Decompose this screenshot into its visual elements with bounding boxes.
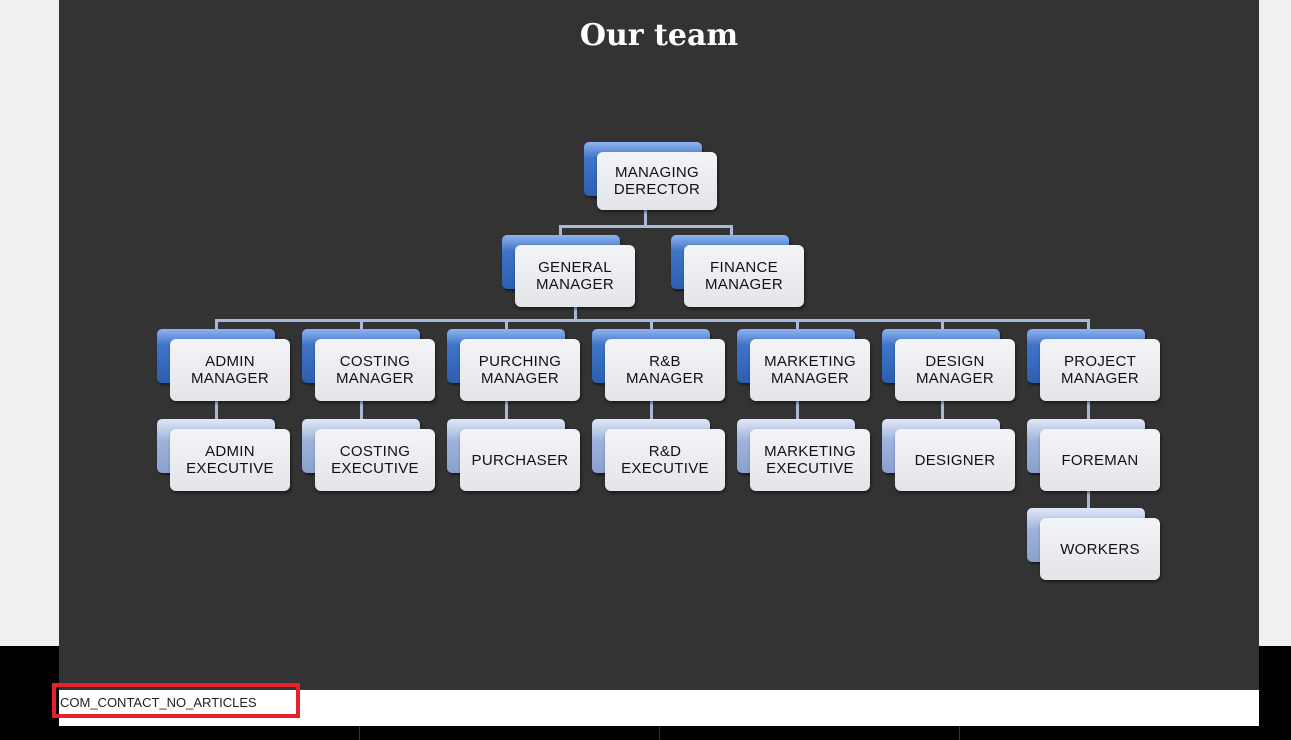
node-label: PURCHASER <box>460 429 580 491</box>
connector-line <box>644 210 647 227</box>
node-label: COSTING MANAGER <box>315 339 435 401</box>
connector-line <box>650 319 653 331</box>
connector-line <box>1087 401 1090 421</box>
footer-divider <box>359 726 360 740</box>
connector-line <box>796 401 799 421</box>
connector-line <box>796 319 799 331</box>
node-staff: R&D EXECUTIVE <box>592 419 725 491</box>
footer-divider <box>659 726 660 740</box>
node-staff: MARKETING EXECUTIVE <box>737 419 870 491</box>
connector-line <box>1087 319 1090 331</box>
node-label: DESIGN MANAGER <box>895 339 1015 401</box>
node-staff: FOREMAN <box>1027 419 1160 491</box>
node-manager: DESIGN MANAGER <box>882 329 1015 401</box>
node-staff: DESIGNER <box>882 419 1015 491</box>
connector-line <box>559 225 733 228</box>
node-label: MARKETING EXECUTIVE <box>750 429 870 491</box>
message-strip <box>59 690 1259 726</box>
node-label: R&B MANAGER <box>605 339 725 401</box>
node-label: ADMIN EXECUTIVE <box>170 429 290 491</box>
node-label: WORKERS <box>1040 518 1160 580</box>
node-managing-director: MANAGING DERECTOR <box>584 142 717 210</box>
no-articles-message: COM_CONTACT_NO_ARTICLES <box>60 695 257 710</box>
node-workers: WORKERS <box>1027 508 1160 580</box>
node-label: R&D EXECUTIVE <box>605 429 725 491</box>
node-label: ADMIN MANAGER <box>170 339 290 401</box>
node-manager: COSTING MANAGER <box>302 329 435 401</box>
node-manager: ADMIN MANAGER <box>157 329 290 401</box>
highlight-box <box>52 683 300 718</box>
node-label: FINANCE MANAGER <box>684 245 804 307</box>
node-finance-manager: FINANCE MANAGER <box>671 235 804 307</box>
footer-divider <box>959 726 960 740</box>
node-label: FOREMAN <box>1040 429 1160 491</box>
connector-line <box>1087 491 1090 511</box>
connector-line <box>941 401 944 421</box>
connector-line <box>559 225 562 236</box>
node-manager: MARKETING MANAGER <box>737 329 870 401</box>
node-label: MANAGING DERECTOR <box>597 152 717 210</box>
node-label: PROJECT MANAGER <box>1040 339 1160 401</box>
connector-line <box>360 319 363 331</box>
node-label: PURCHING MANAGER <box>460 339 580 401</box>
node-manager: PURCHING MANAGER <box>447 329 580 401</box>
connector-line <box>650 401 653 421</box>
node-label: DESIGNER <box>895 429 1015 491</box>
node-manager: R&B MANAGER <box>592 329 725 401</box>
node-manager: PROJECT MANAGER <box>1027 329 1160 401</box>
node-label: GENERAL MANAGER <box>515 245 635 307</box>
node-label: MARKETING MANAGER <box>750 339 870 401</box>
node-staff: PURCHASER <box>447 419 580 491</box>
page-title: Our team <box>579 18 739 53</box>
connector-line <box>505 319 508 331</box>
connector-line <box>730 225 733 236</box>
connector-line <box>941 319 944 331</box>
node-label: COSTING EXECUTIVE <box>315 429 435 491</box>
connector-line <box>574 306 577 321</box>
connector-line <box>215 401 218 421</box>
connector-line <box>360 401 363 421</box>
node-staff: ADMIN EXECUTIVE <box>157 419 290 491</box>
connector-line <box>505 401 508 421</box>
node-staff: COSTING EXECUTIVE <box>302 419 435 491</box>
connector-line <box>215 319 218 331</box>
node-general-manager: GENERAL MANAGER <box>502 235 635 307</box>
